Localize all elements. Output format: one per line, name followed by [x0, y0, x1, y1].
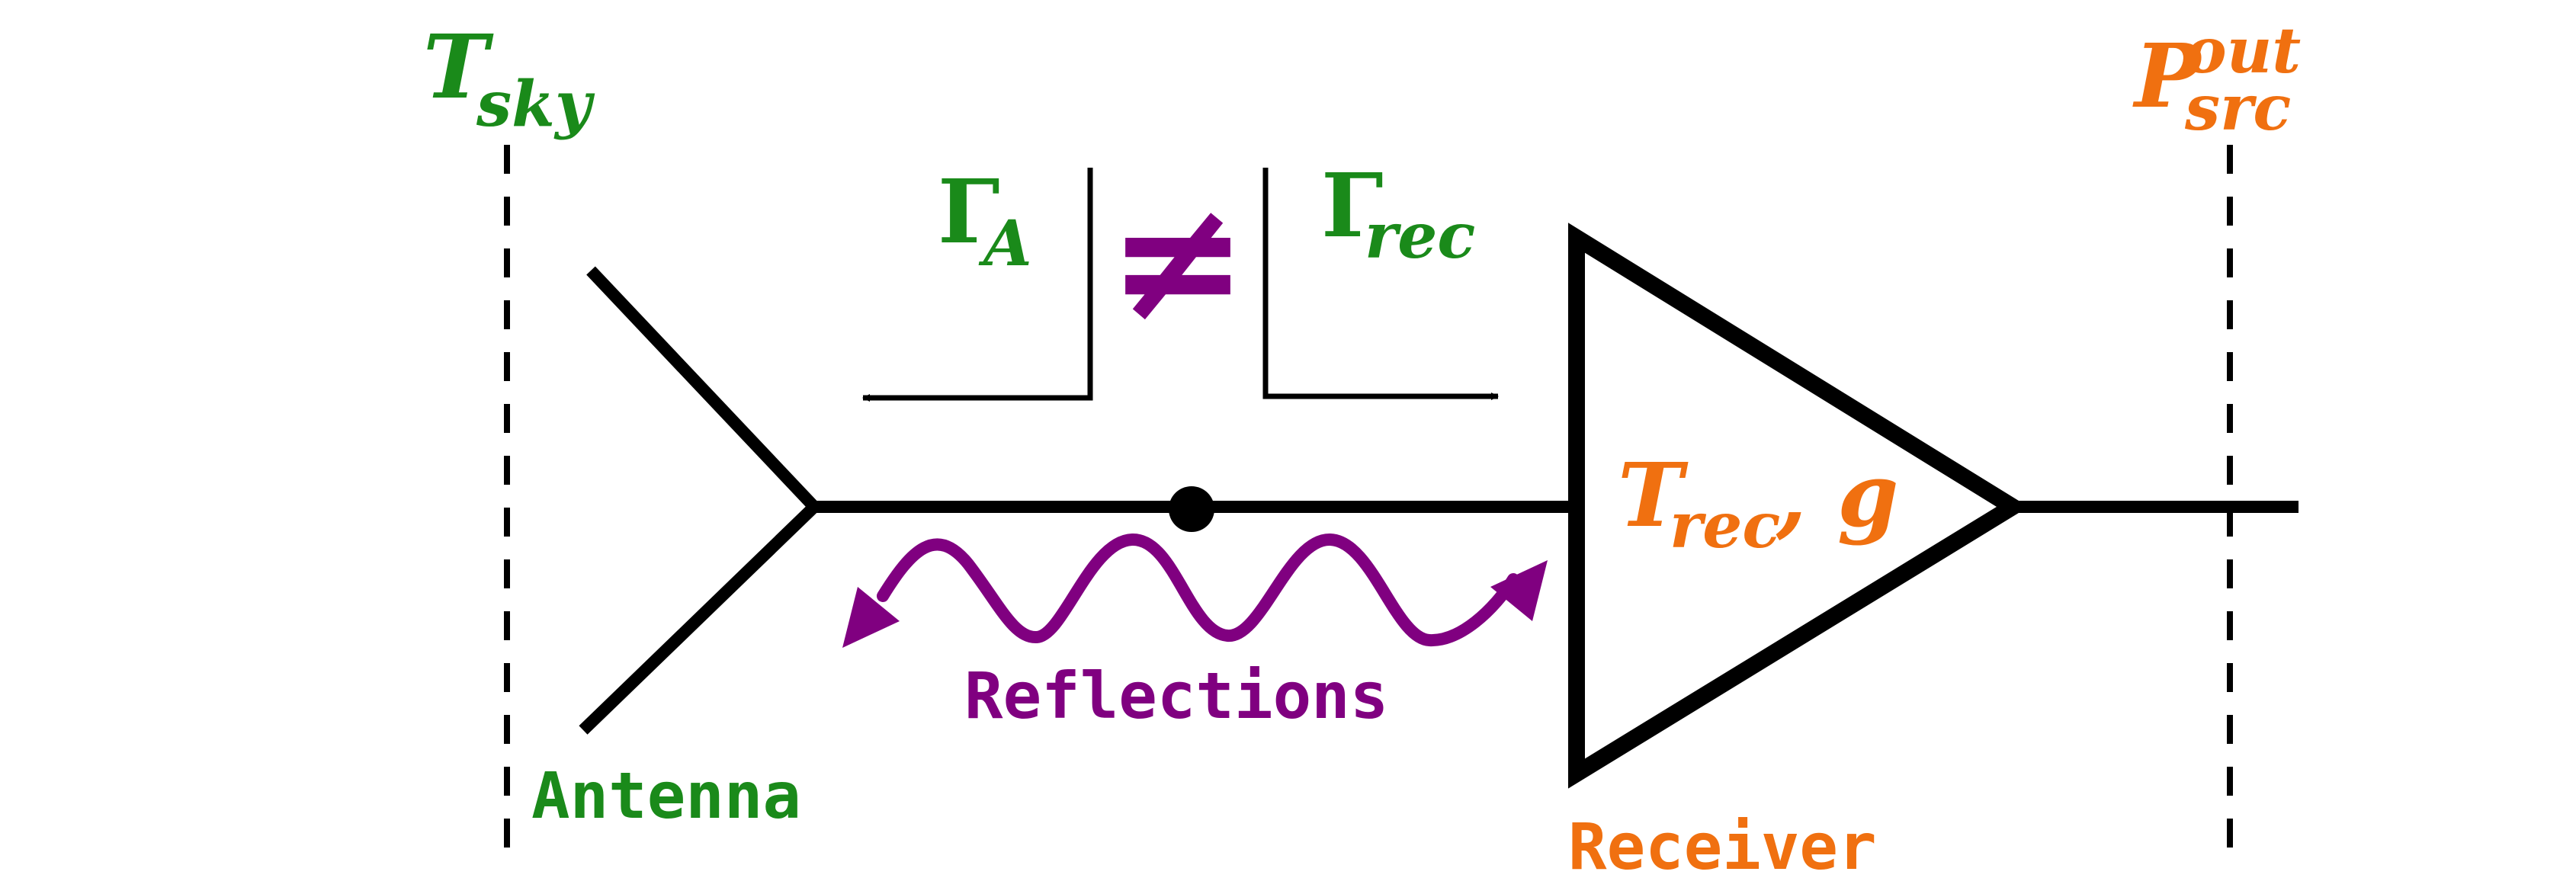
gamma-a-sub: A — [978, 207, 1032, 280]
not-equal-symbol: ≠ — [1108, 163, 1248, 358]
trec-sub: rec — [1670, 489, 1780, 562]
psrc-out-label: P out src — [2132, 14, 2305, 145]
tsky-label: T sky — [423, 16, 595, 141]
antenna-label: Antenna — [531, 758, 801, 833]
gamma-rec-bracket-arrow — [1262, 168, 1499, 400]
reflections-label: Reflections — [964, 658, 1388, 733]
gamma-rec-label: Γ rec — [1321, 155, 1475, 273]
wavy-double-arrow-icon — [842, 533, 1548, 648]
junction-dot-icon — [1169, 486, 1214, 532]
gamma-a-main: Γ — [938, 161, 1000, 264]
antenna-icon — [579, 266, 819, 735]
tsky-main: T — [423, 16, 494, 119]
gamma-a-bracket-arrow — [862, 168, 1093, 402]
trec-rest: , g — [1776, 444, 1898, 547]
gamma-rec-sub: rec — [1365, 200, 1475, 273]
trec-g-label: T rec , g — [1618, 444, 1898, 562]
psrc-sub: src — [2184, 72, 2291, 145]
gamma-a-label: Γ A — [938, 161, 1032, 280]
receiver-label: Receiver — [1568, 809, 1877, 878]
psrc-main: P — [2132, 25, 2203, 128]
trec-main: T — [1618, 444, 1689, 547]
amplifier-triangle-icon — [1568, 223, 2029, 789]
gamma-rec-main: Γ — [1321, 155, 1384, 258]
tsky-sub: sky — [476, 68, 595, 141]
psrc-sup: out — [2185, 14, 2301, 88]
